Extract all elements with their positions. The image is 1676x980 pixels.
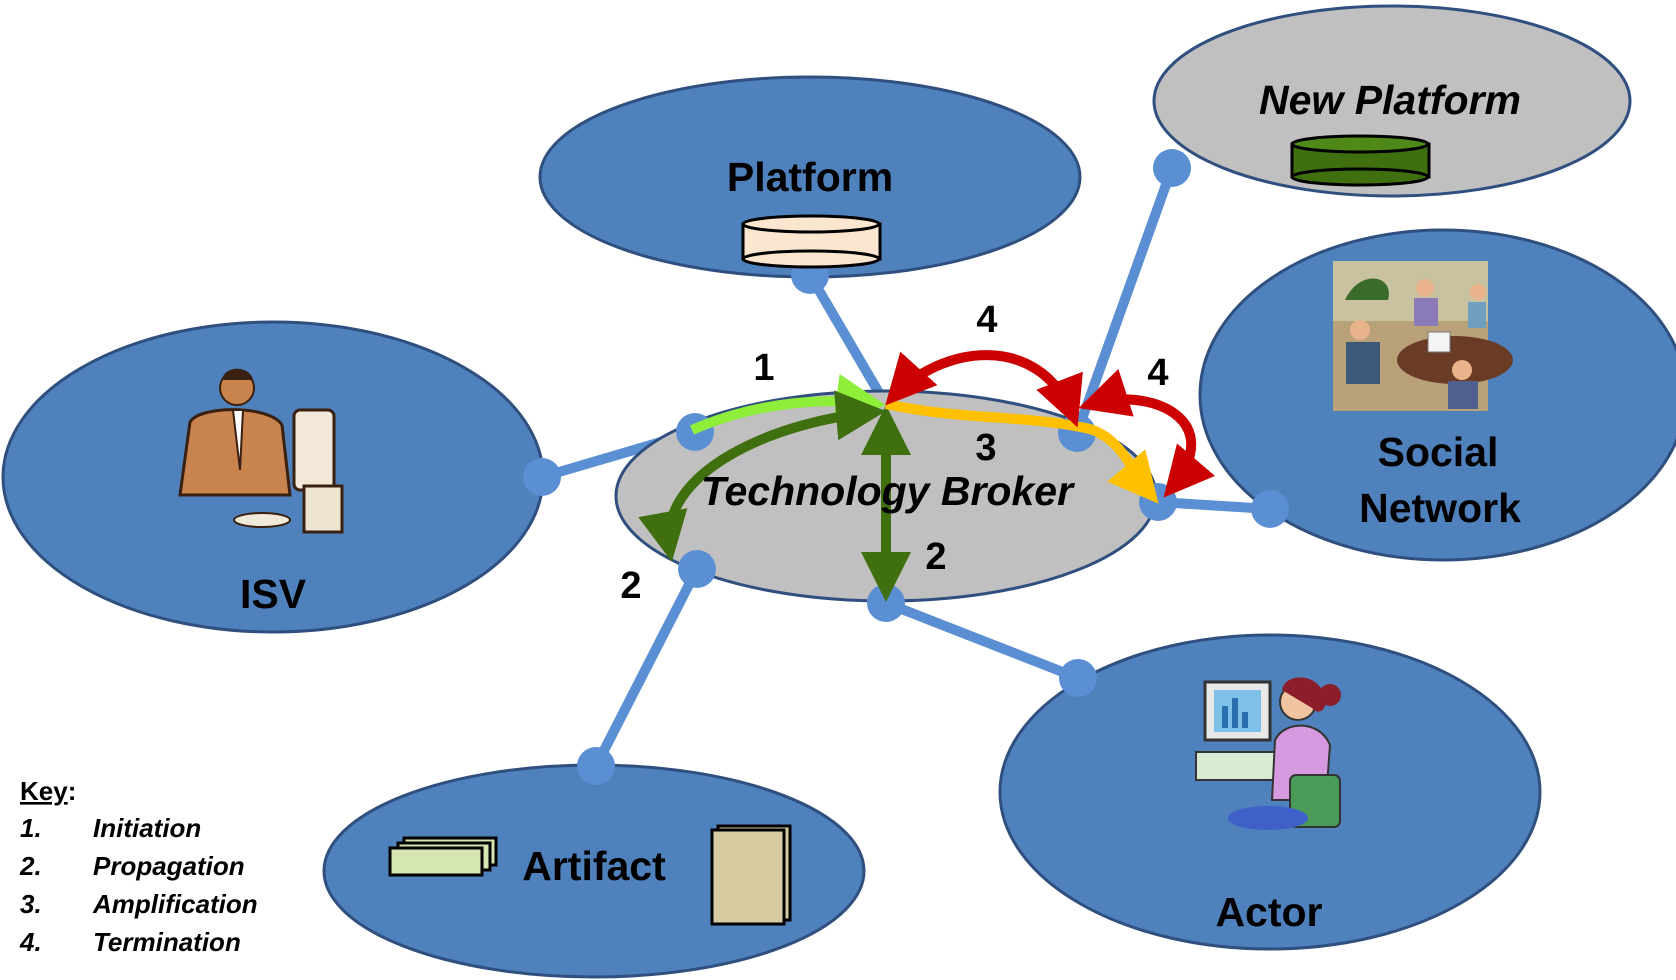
termination-number-top: 4	[976, 299, 997, 341]
isv-label: ISV	[240, 571, 307, 617]
new-platform-node	[1152, 4, 1632, 198]
key-legend: Key: 1. Initiation 2. Propagation 3. Amp…	[19, 776, 258, 957]
amplification-number: 3	[975, 427, 996, 469]
new-platform-cylinder-icon	[1290, 134, 1431, 187]
book-icon	[710, 824, 792, 926]
woman-computer-icon	[1195, 677, 1341, 830]
social-network-label-line1: Social	[1378, 429, 1499, 475]
platform-cylinder-icon	[741, 214, 882, 269]
actor-label: Actor	[1215, 889, 1322, 935]
key-item-label: Amplification	[92, 889, 258, 919]
actor-node	[998, 633, 1542, 951]
key-item-number: 3.	[20, 889, 42, 919]
meeting-icon	[1333, 261, 1513, 411]
key-title-colon: :	[68, 776, 77, 806]
key-item-number: 2.	[19, 851, 42, 881]
artifact-label: Artifact	[522, 843, 666, 889]
document-stack-icon	[388, 836, 498, 877]
new-platform-label: New Platform	[1259, 77, 1521, 123]
termination-arrow-right	[1078, 368, 1216, 498]
propagation-number-left: 2	[620, 565, 641, 607]
initiation-number: 1	[753, 347, 774, 389]
key-item-label: Propagation	[93, 851, 245, 881]
key-item-number: 4.	[19, 927, 42, 957]
propagation-number-right: 2	[925, 536, 946, 578]
key-title-word: Key	[20, 776, 68, 806]
propagation-arrow-left	[638, 390, 886, 562]
key-item-label: Initiation	[93, 813, 201, 843]
platform-label: Platform	[727, 154, 893, 200]
technology-broker-label: Technology Broker	[701, 468, 1075, 514]
key-title: Key:	[20, 776, 76, 806]
termination-arrow-top	[885, 350, 1083, 428]
person-computer-icon	[178, 368, 344, 534]
termination-number-right: 4	[1147, 352, 1168, 394]
social-network-label-line2: Network	[1359, 485, 1521, 531]
key-item-number: 1.	[20, 813, 42, 843]
key-item-label: Termination	[93, 927, 241, 957]
